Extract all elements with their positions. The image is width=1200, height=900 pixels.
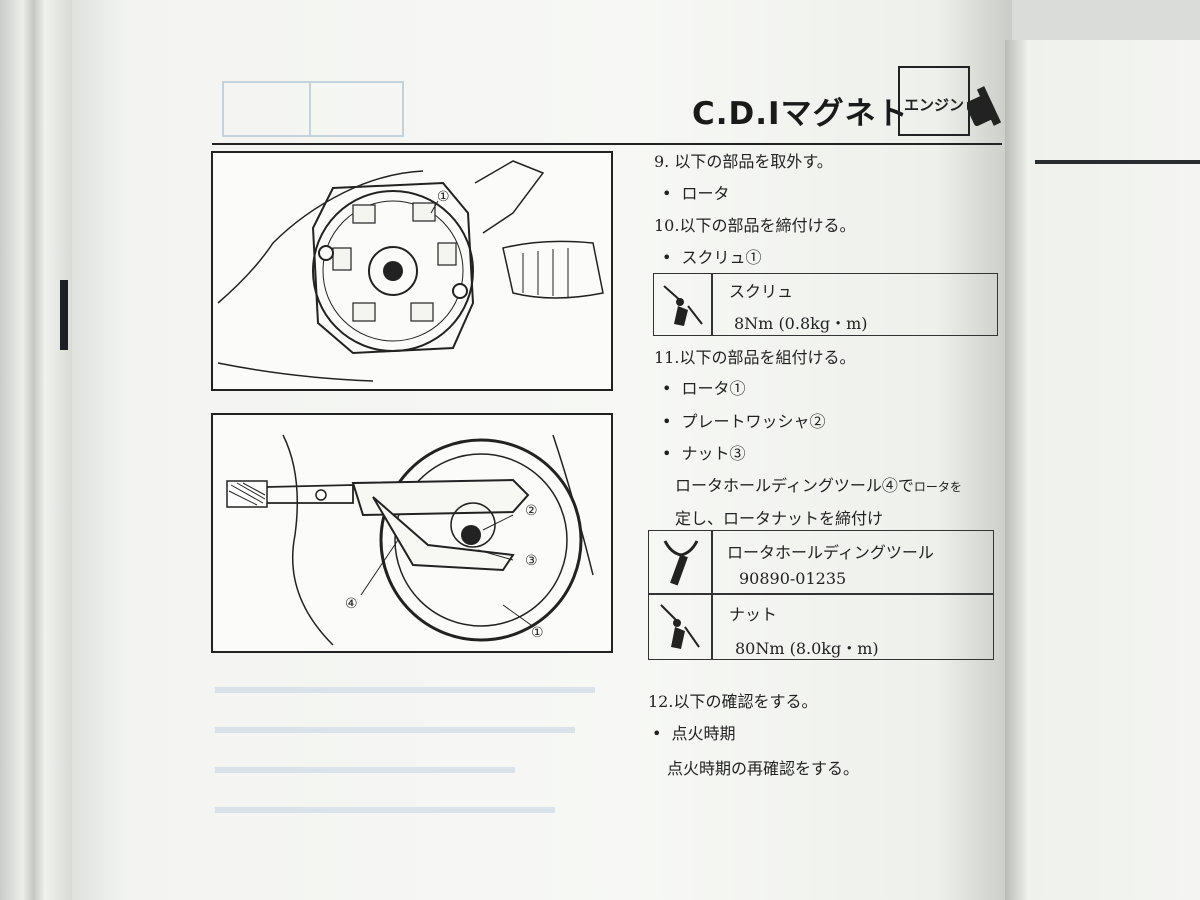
torque-wrench-icon (663, 285, 703, 326)
next-page-rule (1035, 160, 1200, 164)
step-10-item-screw: スクリュ① (662, 244, 761, 268)
callout-nut: ③ (525, 553, 538, 569)
engine-piston-icon (967, 86, 1002, 127)
bleed-through-shapes (215, 81, 595, 813)
step-11-item-rotor: ロータ① (662, 375, 745, 399)
page-edge-marker (60, 280, 68, 350)
holding-tool-icon (663, 540, 699, 586)
spec-tool-name: ロータホールディングツール (727, 543, 934, 562)
step-11-note-line1: ロータホールディングツール④でロータを (675, 472, 962, 496)
step-10-heading: 10.以下の部品を締付ける。 (654, 216, 856, 235)
header-rule (212, 143, 1002, 145)
torque-wrench-icon (660, 604, 700, 649)
spec-nut-torque: 80Nm (8.0kg・m) (735, 639, 879, 658)
step-11-note-line1-small: ロータを (913, 480, 962, 494)
step-12-note: 点火時期の再確認をする。 (667, 759, 860, 778)
step-12-heading: 12.以下の確認をする。 (648, 692, 818, 711)
rotor-illustration: ② ③ ④ ① (226, 434, 594, 646)
stator-illustration: ① (217, 160, 604, 382)
page-title: C.D.Iマグネト (692, 96, 909, 132)
callout-rotor: ① (531, 625, 544, 641)
next-page-edge (1005, 40, 1200, 900)
step-11-heading: 11.以下の部品を組付ける。 (654, 348, 856, 367)
spec-box-tool-nut: ロータホールディングツール 90890-01235 ナット 80Nm (8.0k… (648, 530, 994, 660)
step-11-item-nut: ナット③ (662, 440, 745, 464)
spec-screw-torque: 8Nm (0.8kg・m) (734, 314, 868, 333)
step-9-item-rotor: ロータ (662, 180, 729, 204)
step-11-note-line1-main: ロータホールディングツール④で (675, 476, 914, 495)
spec-box-screw-torque: スクリュ 8Nm (0.8kg・m) (653, 273, 998, 336)
spec-nut-name: ナット (729, 605, 778, 624)
step-11-item-plate-washer: プレートワッシャ② (662, 408, 825, 432)
spec-tool-part-number: 90890-01235 (739, 569, 847, 588)
step-11-note-line2: 定し、ロータナットを締付け (675, 509, 884, 528)
step-12-item-ignition-timing: 点火時期 (652, 720, 735, 744)
step-9-heading: 9. 以下の部品を取外す。 (654, 152, 833, 171)
book-left-edge (0, 0, 75, 900)
figure-rotor-holding: ② ③ ④ ① (211, 413, 613, 653)
callout-screw: ① (437, 189, 450, 205)
figure-stator-screws: ① (211, 151, 613, 391)
callout-holding-tool: ④ (345, 596, 358, 612)
spec-screw-name: スクリュ (729, 282, 794, 301)
section-tab: エンジン (898, 66, 970, 136)
callout-plate-washer: ② (525, 503, 538, 519)
